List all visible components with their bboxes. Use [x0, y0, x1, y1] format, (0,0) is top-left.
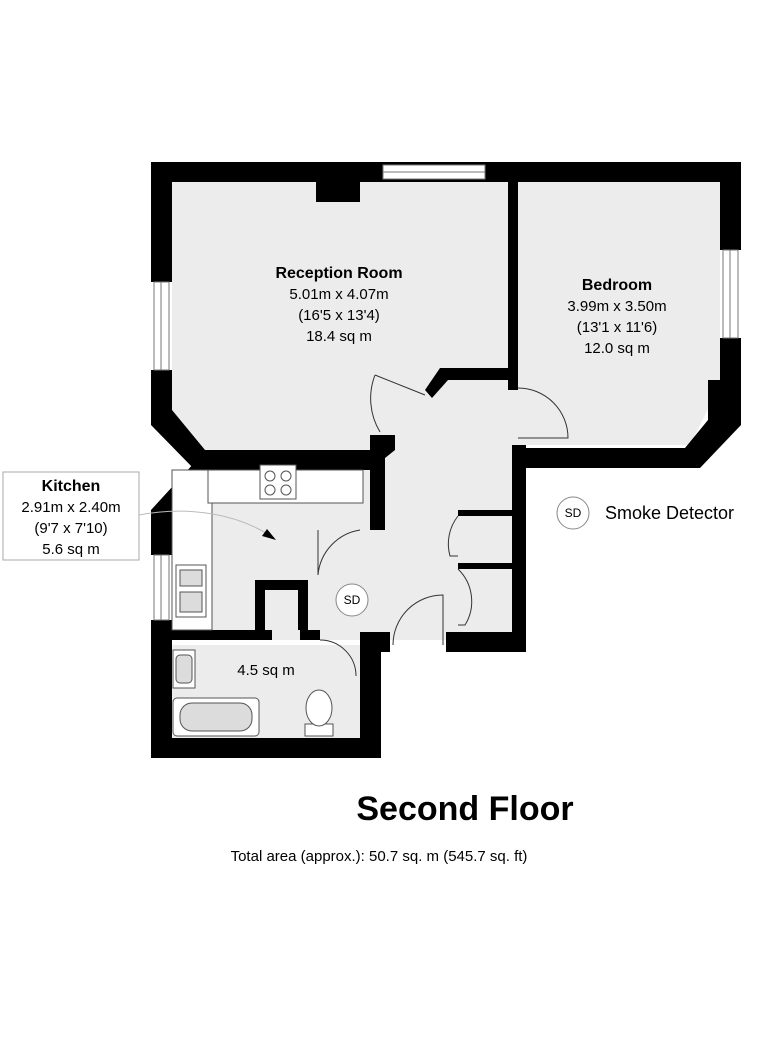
bedroom-area: 12.0 sq m: [584, 340, 650, 357]
legend-label: Smoke Detector: [605, 503, 734, 523]
reception-dims: 5.01m x 4.07m: [289, 286, 388, 303]
door-bathroom: [319, 639, 357, 677]
room-label-bedroom: Bedroom 3.99m x 3.50m (13'1 x 11'6) 12.0…: [567, 277, 666, 357]
kitchen-leader-line: [138, 510, 273, 538]
bathroom-fixtures: [172, 649, 334, 737]
total-area: Total area (approx.): 50.7 sq. m (545.7 …: [230, 848, 528, 865]
room-label-reception: Reception Room 5.01m x 4.07m (16'5 x 13'…: [275, 265, 402, 345]
toilet-icon: [305, 689, 333, 727]
walls: [151, 162, 741, 758]
door-bedroom: [517, 387, 569, 439]
legend-smoke-detector-icon: [556, 496, 590, 530]
door-kitchen: [317, 529, 361, 576]
floor-title: Second Floor: [356, 790, 574, 828]
smoke-detector-symbol: SD: [344, 593, 361, 607]
kitchen-arrow-icon: [262, 529, 276, 540]
bedroom-imperial: (13'1 x 11'6): [577, 319, 658, 336]
doors: [317, 374, 569, 677]
hob-icon: [259, 464, 297, 500]
door-cupboard-1: [447, 515, 459, 557]
kitchen-callout: Kitchen 2.91m x 2.40m (9'7 x 7'10) 5.6 s…: [2, 471, 276, 561]
smoke-detector: SD: [335, 583, 369, 617]
kitchen-name: Kitchen: [42, 478, 101, 495]
kitchen-imperial: (9'7 x 7'10): [34, 520, 107, 537]
legend: SD Smoke Detector: [556, 496, 734, 530]
bedroom-dims: 3.99m x 3.50m: [567, 298, 666, 315]
bathroom-area: 4.5 sq m: [237, 662, 295, 679]
legend-symbol: SD: [565, 506, 582, 520]
reception-name: Reception Room: [275, 265, 402, 282]
kitchen-dims: 2.91m x 2.40m: [21, 499, 120, 516]
windows: [153, 164, 739, 621]
reception-area: 18.4 sq m: [306, 328, 372, 345]
door-reception: [370, 374, 381, 433]
kitchen-label-box: [2, 471, 140, 561]
reception-imperial: (16'5 x 13'4): [298, 307, 380, 324]
floor-fill: [172, 182, 720, 738]
door-cupboard-2: [457, 568, 473, 626]
kitchen-area: 5.6 sq m: [42, 541, 100, 558]
kitchen-fixtures: [171, 464, 364, 631]
door-entrance: [392, 594, 444, 646]
bedroom-name: Bedroom: [582, 277, 652, 294]
